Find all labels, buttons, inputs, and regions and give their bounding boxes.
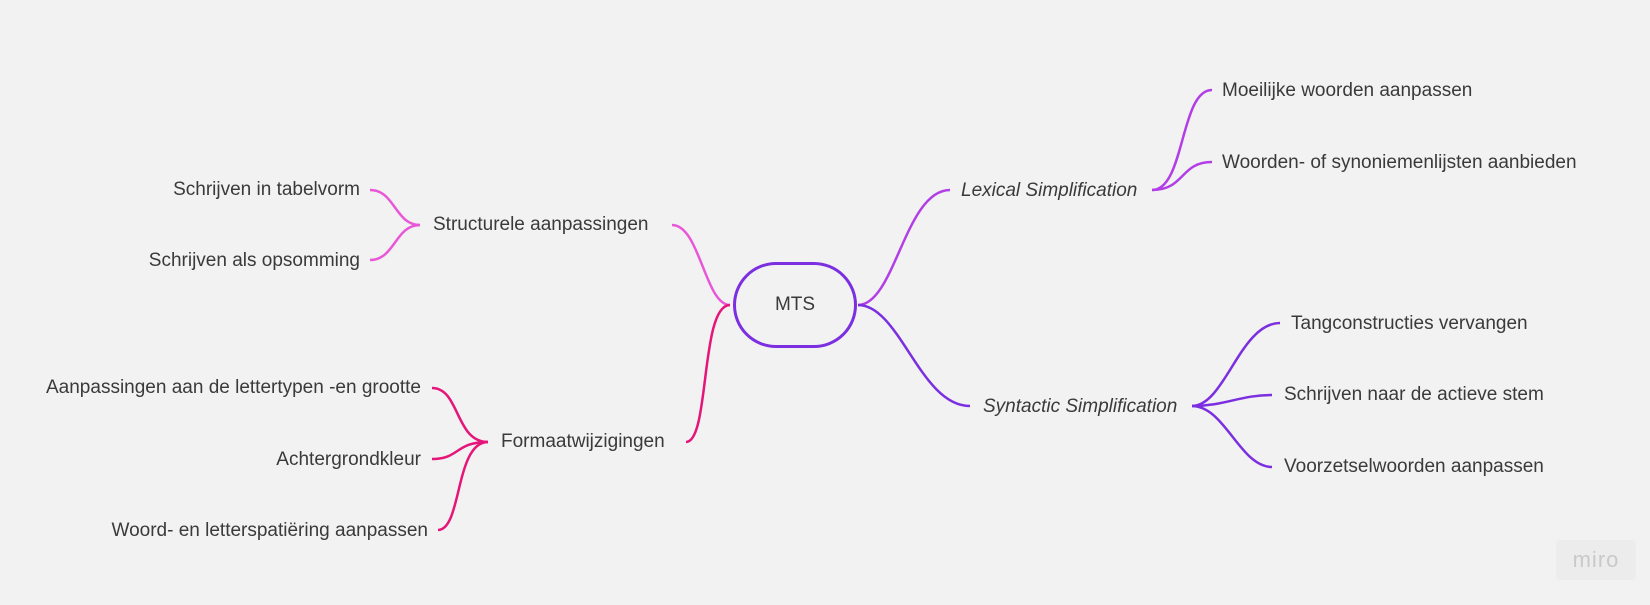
connector-syntactic-tang (1191, 321, 1281, 408)
connector-structurele-opsomming (369, 223, 421, 262)
connector-lexical-moeilijke (1151, 88, 1213, 192)
branch-formaatwijzigingen[interactable]: Formaatwijzigingen (501, 431, 665, 452)
connector-center-syntactic (857, 303, 971, 408)
connector-lexical-synoniemen (1151, 160, 1213, 192)
branch-syntactic-simplification[interactable]: Syntactic Simplification (983, 396, 1178, 417)
connector-structurele-tabelvorm (369, 188, 421, 227)
miro-logo: miro (1556, 540, 1636, 580)
node-voorzetselwoorden[interactable]: Voorzetselwoorden aanpassen (1284, 456, 1544, 477)
node-achtergrondkleur[interactable]: Achtergrondkleur (276, 449, 421, 470)
connector-formaat-achtergrond (431, 440, 489, 461)
node-actieve-stem[interactable]: Schrijven naar de actieve stem (1284, 384, 1544, 405)
node-schrijven-in-tabelvorm[interactable]: Schrijven in tabelvorm (173, 179, 360, 200)
branch-structurele-aanpassingen[interactable]: Structurele aanpassingen (433, 214, 649, 235)
node-moeilijke-woorden[interactable]: Moeilijke woorden aanpassen (1222, 80, 1473, 101)
connector-formaat-spatiering (437, 440, 489, 532)
connector-formaat-lettertypen (431, 386, 489, 444)
center-node[interactable]: MTS (733, 262, 857, 348)
connector-center-formaat (685, 303, 731, 444)
node-tangconstructies[interactable]: Tangconstructies vervangen (1291, 313, 1528, 334)
node-woord-letterspatiering[interactable]: Woord- en letterspatiëring aanpassen (111, 520, 428, 541)
node-schrijven-als-opsomming[interactable]: Schrijven als opsomming (148, 250, 360, 271)
connector-syntactic-voorzetsel (1191, 404, 1273, 469)
branch-lexical-simplification[interactable]: Lexical Simplification (961, 180, 1138, 201)
node-lettertypen-grootte[interactable]: Aanpassingen aan de lettertypen -en groo… (46, 377, 421, 398)
connector-center-lexical (857, 188, 951, 307)
node-synoniemenlijsten[interactable]: Woorden- of synoniemenlijsten aanbieden (1222, 152, 1577, 173)
connector-syntactic-actieve (1191, 393, 1273, 408)
connector-center-structurele (671, 223, 731, 307)
